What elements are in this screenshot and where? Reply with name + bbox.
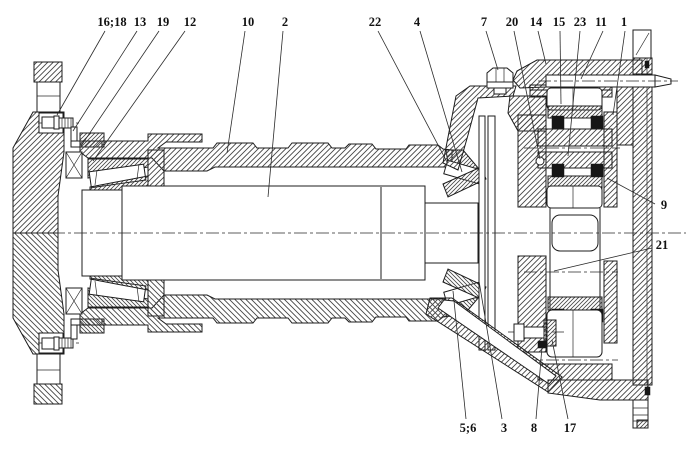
leader-line-11 (580, 30, 604, 80)
part-label-15: 15 (553, 15, 566, 29)
part-label-13: 13 (134, 15, 147, 29)
leader-line-16-18 (56, 30, 106, 116)
adjuster-rod (538, 74, 678, 88)
part-label-1: 1 (621, 15, 627, 29)
part-label-16-18: 16;18 (97, 15, 126, 29)
leader-line-5-6 (452, 290, 467, 420)
part-label-17: 17 (564, 421, 577, 435)
drain-bolt (508, 319, 564, 349)
part-label-7: 7 (481, 15, 487, 29)
leader-line-3 (478, 280, 503, 420)
part-label-21: 21 (656, 238, 669, 252)
leader-line-15 (559, 30, 562, 105)
part-label-22: 22 (369, 15, 382, 29)
leader-line-7 (485, 30, 499, 71)
leader-line-13 (72, 30, 138, 132)
seal-ring (590, 163, 604, 178)
leader-line-10 (226, 30, 246, 154)
cover-bolt (486, 67, 514, 95)
part-label-11: 11 (595, 15, 607, 29)
leader-line-17 (551, 339, 569, 420)
leader-line-22 (377, 30, 448, 163)
part-label-23: 23 (574, 15, 587, 29)
leader-line-8 (535, 346, 543, 420)
seal-ring (590, 115, 604, 130)
part-label-4: 4 (414, 15, 421, 29)
leader-line-23 (567, 30, 581, 157)
part-label-3: 3 (501, 421, 507, 435)
part-label-10: 10 (242, 15, 255, 29)
part-label-19: 19 (157, 15, 170, 29)
leader-line-12 (92, 30, 186, 162)
part-label-5-6: 5;6 (460, 421, 477, 435)
part-label-20: 20 (506, 15, 519, 29)
part-label-8: 8 (531, 421, 537, 435)
bottom-cover (547, 379, 651, 429)
leader-line-4 (419, 30, 463, 173)
seal-ring (551, 115, 565, 130)
part-label-12: 12 (184, 15, 197, 29)
leader-line-20 (513, 30, 541, 160)
leader-line-2 (267, 30, 284, 198)
part-label-2: 2 (282, 15, 288, 29)
seal-ring (551, 163, 565, 178)
part-label-14: 14 (530, 15, 543, 29)
leader-line-14 (537, 30, 547, 65)
leader-line-9 (606, 177, 656, 205)
part-label-9: 9 (661, 198, 667, 212)
leader-line-21 (553, 247, 653, 272)
leader-line-19 (80, 30, 160, 147)
leader-line-1 (612, 30, 626, 116)
